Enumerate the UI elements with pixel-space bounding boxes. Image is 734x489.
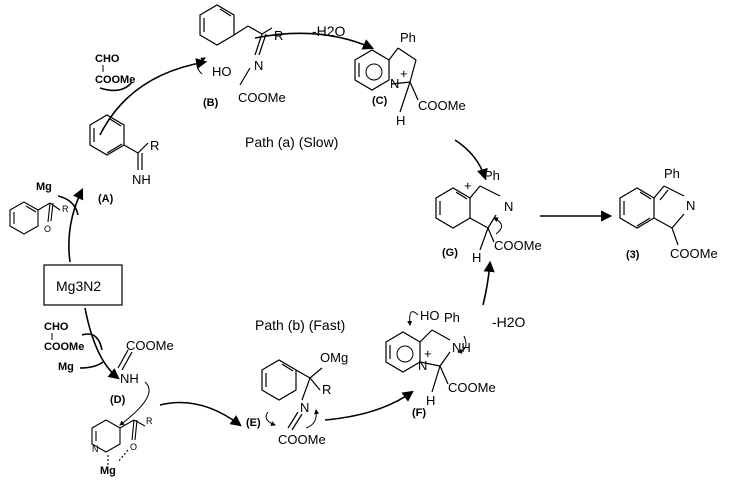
compound-e-curl-arrow-right xyxy=(305,409,320,429)
compound-d-structure xyxy=(117,349,133,371)
path-slow-label: Path (a) (Slow) xyxy=(245,134,338,150)
arrow-c-to-g xyxy=(454,139,488,181)
mg-complex-r: R xyxy=(146,416,153,426)
compound-e-structure xyxy=(261,359,323,431)
compound-c-n: N xyxy=(390,76,399,91)
product-3-label: (3) xyxy=(626,249,640,261)
compound-d-nh: NH xyxy=(120,371,139,386)
glyoxylate-bottom-ester: COOMe xyxy=(44,341,84,353)
arrow-box-down xyxy=(84,307,120,380)
glyoxylate-top-curl xyxy=(99,81,133,92)
compound-c-structure xyxy=(354,47,419,113)
compound-f-label: (F) xyxy=(412,407,426,419)
compound-g-ester: COOMe xyxy=(494,238,542,253)
compound-d-label: (D) xyxy=(110,394,126,406)
compound-a-structure xyxy=(89,114,149,170)
compound-b-n: N xyxy=(254,58,263,73)
compound-e-n: N xyxy=(300,400,309,415)
dehydration-top: -H2O xyxy=(312,23,346,39)
compound-c-charge: + xyxy=(400,66,408,81)
arrow-d-to-e xyxy=(159,401,242,427)
compound-f-curl-arrow-top xyxy=(407,311,419,326)
compound-d-curl-arrow xyxy=(119,381,150,426)
arrow-box-up xyxy=(68,187,84,263)
arrow-a-to-b xyxy=(99,58,208,136)
glyoxylate-bottom-curl xyxy=(81,333,103,351)
reagent-box xyxy=(43,264,123,306)
compound-d-ester: COOMe xyxy=(126,338,174,353)
compound-f-ph: Ph xyxy=(444,310,460,325)
compound-b-label: (B) xyxy=(203,97,219,109)
compound-g-label: (G) xyxy=(442,247,458,259)
compound-a-nh: NH xyxy=(132,172,151,187)
mg-top-curl xyxy=(57,195,79,216)
arrow-b-to-c xyxy=(254,32,375,50)
compound-b-r: R xyxy=(274,28,283,43)
glyoxylate-top-ester: COOMe xyxy=(95,74,135,86)
ketone-structure xyxy=(9,201,61,235)
compound-f-nh: NH xyxy=(452,340,471,355)
compound-g-charge: + xyxy=(464,178,472,193)
glyoxylate-bottom-cho: CHO xyxy=(44,321,69,333)
compound-f-ho: HO xyxy=(420,308,440,323)
arrow-f-to-g xyxy=(482,260,495,306)
glyoxylate-top-cho: CHO xyxy=(95,53,120,65)
compound-g-structure xyxy=(435,185,501,251)
compound-f-ester: COOMe xyxy=(448,380,496,395)
cycle-arrows xyxy=(57,32,613,427)
compound-g-curl-arrow xyxy=(493,217,502,235)
mg-complex-mg: Mg xyxy=(100,465,116,477)
compound-e-omg: OMg xyxy=(320,350,348,365)
compound-a-r: R xyxy=(150,138,159,153)
compound-c-label: (C) xyxy=(372,95,388,107)
mg-bottom-curl xyxy=(79,361,104,369)
product-3-ester: COOMe xyxy=(670,246,718,261)
dehydration-right: -H2O xyxy=(492,314,526,330)
compound-b-structure xyxy=(199,4,273,86)
compound-c-ester: COOMe xyxy=(418,98,466,113)
compound-g-ph: Ph xyxy=(484,168,500,183)
mg-complex-o: O xyxy=(130,442,137,452)
product-3-structure xyxy=(619,185,685,246)
compound-b-curl-arrow xyxy=(197,57,206,75)
ketone-o: O xyxy=(44,224,51,234)
compound-g-h: H xyxy=(472,250,481,265)
compound-g-n: N xyxy=(504,199,513,214)
reagent-box-label: Mg3N2 xyxy=(56,278,101,294)
path-fast-label: Path (b) (Fast) xyxy=(255,317,345,333)
compound-e-label: (E) xyxy=(246,417,261,429)
mg-complex-structure xyxy=(91,419,146,465)
compound-f-charge: + xyxy=(424,346,432,361)
compound-e-r: R xyxy=(322,382,331,397)
mg-bottom-label: Mg xyxy=(58,361,74,373)
compound-c-h: H xyxy=(396,113,405,128)
compound-f-curl-arrow-right xyxy=(457,335,467,354)
compound-e-curl-arrow-left xyxy=(265,411,276,426)
mg-top-label: Mg xyxy=(36,181,52,193)
arrow-e-to-f xyxy=(324,390,414,421)
compound-f-structure xyxy=(385,329,451,393)
compound-f-h: H xyxy=(426,393,435,408)
ketone-r: R xyxy=(62,204,69,214)
compound-e-ester: COOMe xyxy=(278,432,326,447)
product-3-n: N xyxy=(686,198,695,213)
compound-c-ph: Ph xyxy=(400,30,416,45)
compound-b-ester: COOMe xyxy=(238,90,286,105)
compound-b-ho: HO xyxy=(212,64,232,79)
compound-a-label: (A) xyxy=(98,193,114,205)
compound-f-n: N xyxy=(418,358,427,373)
mg-complex-n: N xyxy=(92,444,99,454)
product-3-ph: Ph xyxy=(664,166,680,181)
